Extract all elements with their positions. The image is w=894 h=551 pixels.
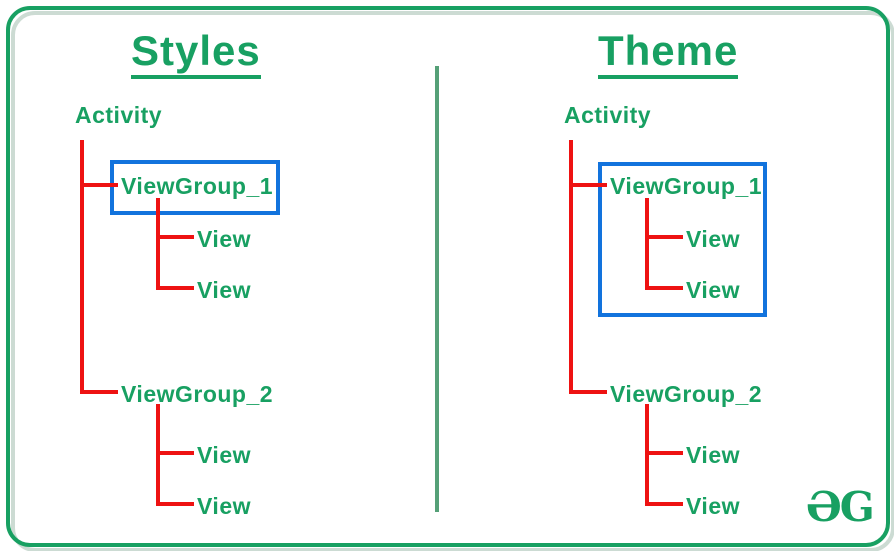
view-label: View — [686, 442, 740, 468]
viewgroup1-branch-line-1 — [645, 235, 683, 239]
branch-line-viewgroup1 — [569, 183, 607, 187]
viewgroup1-child-trunk-line — [645, 198, 649, 290]
view-label: View — [686, 277, 740, 303]
view-label: View — [197, 493, 251, 519]
view-label: View — [197, 226, 251, 252]
branch-line-viewgroup2 — [569, 390, 607, 394]
card-border — [6, 6, 890, 547]
viewgroup1-branch-line-1 — [156, 235, 194, 239]
viewgroup2-label: ViewGroup_2 — [610, 381, 763, 407]
viewgroup1-label: ViewGroup_1 — [610, 173, 763, 199]
viewgroup2-branch-line-2 — [645, 502, 683, 506]
viewgroup2-child-trunk-line — [156, 404, 160, 506]
geeksforgeeks-logo: ƏG — [806, 483, 875, 531]
viewgroup2-branch-line-1 — [156, 451, 194, 455]
viewgroup2-branch-line-2 — [156, 502, 194, 506]
styles-panel: Styles Activity ViewGroup_1 View View Vi… — [0, 0, 437, 551]
view-label: View — [686, 226, 740, 252]
activity-label: Activity — [564, 102, 652, 128]
theme-panel: Theme Activity ViewGroup_1 View View Vie… — [489, 0, 894, 551]
view-label: View — [197, 442, 251, 468]
styles-title: Styles — [131, 30, 261, 79]
viewgroup1-label: ViewGroup_1 — [121, 173, 274, 199]
tree-trunk-line — [569, 140, 573, 394]
viewgroup1-branch-line-2 — [156, 286, 194, 290]
tree-trunk-line — [80, 140, 84, 394]
viewgroup2-label: ViewGroup_2 — [121, 381, 274, 407]
viewgroup1-child-trunk-line — [156, 198, 160, 290]
theme-title: Theme — [598, 30, 739, 79]
view-label: View — [197, 277, 251, 303]
view-label: View — [686, 493, 740, 519]
branch-line-viewgroup1 — [80, 183, 118, 187]
viewgroup2-child-trunk-line — [645, 404, 649, 506]
viewgroup2-branch-line-1 — [645, 451, 683, 455]
viewgroup1-branch-line-2 — [645, 286, 683, 290]
style-highlight-box — [110, 160, 280, 215]
theme-highlight-box — [598, 162, 767, 317]
panel-divider-line — [435, 66, 439, 512]
branch-line-viewgroup2 — [80, 390, 118, 394]
activity-label: Activity — [75, 102, 163, 128]
